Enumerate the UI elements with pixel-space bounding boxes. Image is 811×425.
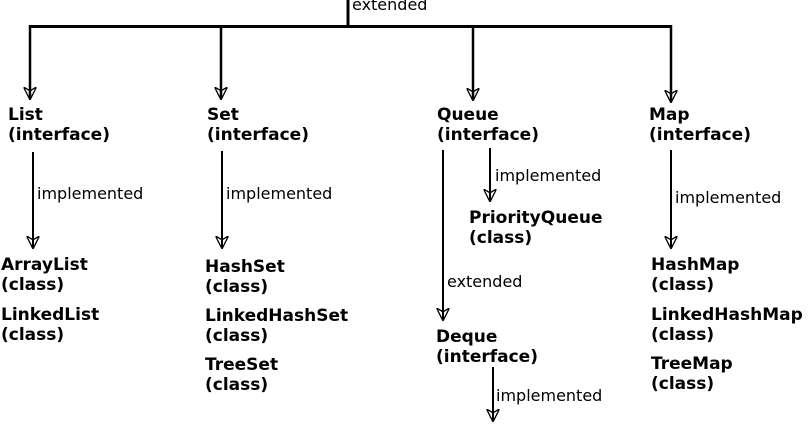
node-deque: Deque (interface) — [436, 327, 538, 367]
node-linkedhashmap-kind: (class) — [651, 325, 715, 345]
node-linkedlist-kind: (class) — [1, 325, 65, 345]
node-list: List (interface) — [8, 105, 110, 145]
node-treemap-title: TreeMap — [651, 354, 733, 374]
edge-label-set-implemented: implemented — [226, 184, 333, 203]
node-linkedhashset: LinkedHashSet (class) — [205, 306, 348, 346]
node-queue: Queue (interface) — [437, 105, 539, 145]
node-linkedhashmap: LinkedHashMap (class) — [651, 305, 803, 345]
node-priorityqueue: PriorityQueue (class) — [469, 208, 603, 248]
node-hashmap-title: HashMap — [651, 255, 740, 275]
node-treemap: TreeMap (class) — [651, 354, 733, 394]
node-treeset-kind: (class) — [205, 375, 269, 395]
node-arraylist: ArrayList (class) — [1, 255, 88, 295]
edge-label-root-extended: extended — [352, 0, 428, 14]
node-linkedlist: LinkedList (class) — [1, 305, 99, 345]
node-list-title: List — [8, 105, 43, 125]
node-queue-kind: (interface) — [437, 125, 539, 145]
node-treeset-title: TreeSet — [205, 355, 279, 375]
node-priorityqueue-kind: (class) — [469, 228, 533, 248]
node-deque-kind: (interface) — [436, 347, 538, 367]
node-hashmap-kind: (class) — [651, 275, 715, 295]
node-linkedhashset-title: LinkedHashSet — [205, 306, 349, 326]
node-hashset-title: HashSet — [205, 257, 285, 277]
node-set: Set (interface) — [207, 105, 309, 145]
node-linkedlist-title: LinkedList — [1, 305, 100, 325]
node-map-kind: (interface) — [649, 125, 751, 145]
node-deque-title: Deque — [436, 327, 498, 347]
node-treemap-kind: (class) — [651, 374, 715, 394]
edge-label-deque-implemented: implemented — [496, 386, 603, 405]
node-priorityqueue-title: PriorityQueue — [469, 208, 603, 228]
node-queue-title: Queue — [437, 105, 499, 125]
edge-label-list-implemented: implemented — [37, 184, 144, 203]
edge-label-map-implemented: implemented — [675, 188, 782, 207]
node-map: Map (interface) — [649, 105, 751, 145]
edge-label-queue-extended: extended — [447, 272, 523, 291]
edge-label-queue-implemented: implemented — [495, 166, 602, 185]
node-linkedhashset-kind: (class) — [205, 326, 269, 346]
node-arraylist-title: ArrayList — [1, 255, 88, 275]
node-arraylist-kind: (class) — [1, 275, 65, 295]
node-hashmap: HashMap (class) — [651, 255, 739, 295]
node-treeset: TreeSet (class) — [205, 355, 278, 395]
node-linkedhashmap-title: LinkedHashMap — [651, 305, 803, 325]
node-hashset-kind: (class) — [205, 277, 269, 297]
node-hashset: HashSet (class) — [205, 257, 285, 297]
node-set-kind: (interface) — [207, 125, 309, 145]
node-set-title: Set — [207, 105, 239, 125]
node-map-title: Map — [649, 105, 690, 125]
node-list-kind: (interface) — [8, 125, 110, 145]
